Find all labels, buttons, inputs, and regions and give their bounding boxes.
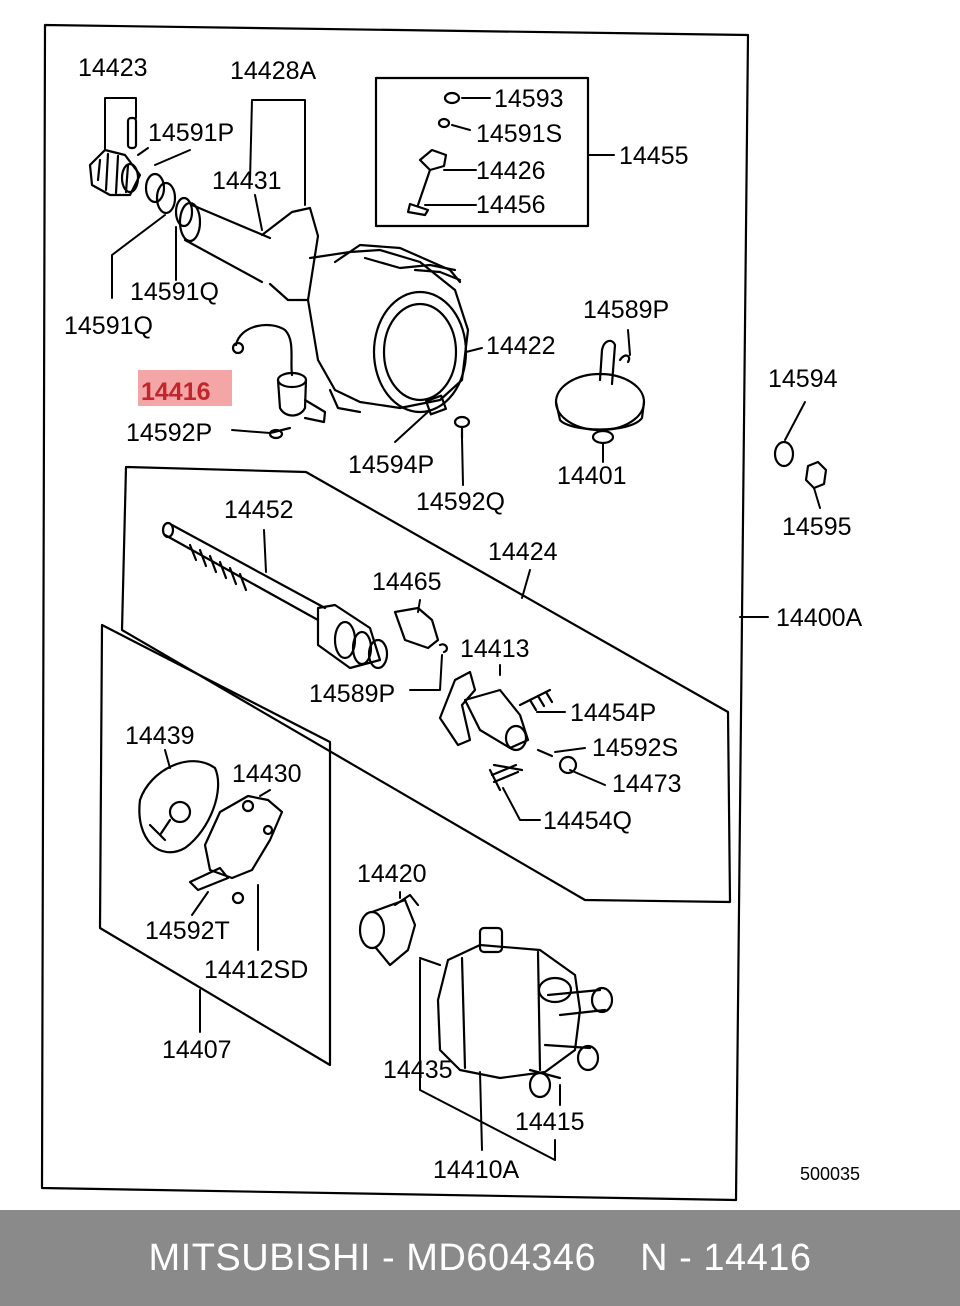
label-14426: 14426: [476, 157, 546, 185]
label-14591Q-b: 14591Q: [64, 312, 153, 340]
label-14593: 14593: [494, 85, 564, 113]
washer-drawing-2: [155, 181, 177, 215]
label-14407: 14407: [162, 1036, 232, 1064]
rotor-14420-drawing: [358, 893, 420, 967]
label-14420: 14420: [357, 860, 427, 888]
label-14592S: 14592S: [592, 734, 678, 762]
leader-lines: [104, 97, 821, 1161]
spring-14589P-drawing: [438, 643, 449, 654]
cap-14410A-drawing: [418, 926, 614, 1099]
label-14424: 14424: [488, 538, 558, 566]
label-14410A: 14410A: [433, 1156, 520, 1184]
label-14401: 14401: [557, 462, 627, 490]
exploded-parts-diagram: 14423 14428A 14591P 14431 14591Q 14591Q …: [40, 23, 863, 1202]
subgroup-frame-14424: [120, 465, 732, 904]
label-14454P: 14454P: [570, 699, 656, 727]
label-14422: 14422: [486, 332, 556, 360]
subgroup-frame-14455: [374, 76, 590, 228]
label-14594: 14594: [768, 365, 838, 393]
drive-gear-drawing: [88, 148, 142, 197]
condenser-drawing: [231, 323, 327, 424]
label-14591Q-a: 14591Q: [130, 278, 219, 306]
subgroup-frame-14407: [98, 623, 332, 1067]
label-14591S: 14591S: [476, 120, 562, 148]
shaft-14452-drawing: [161, 521, 389, 670]
label-14431: 14431: [212, 167, 282, 195]
label-14456: 14456: [476, 191, 546, 219]
reference-number: 500035: [800, 1164, 860, 1184]
label-14452: 14452: [224, 496, 294, 524]
footer-brand-part: MITSUBISHI - MD604346: [148, 1236, 597, 1279]
washer-drawing-3: [174, 196, 194, 228]
label-14454Q: 14454Q: [543, 807, 632, 835]
label-14423: 14423: [78, 54, 148, 82]
breaker-plate-drawing: [138, 760, 220, 854]
footer-ref-part: N - 14416: [640, 1236, 812, 1279]
label-14592P: 14592P: [126, 419, 212, 447]
pin-drawing: [126, 116, 138, 150]
screw-14592P-drawing: [268, 426, 292, 440]
label-14430: 14430: [232, 760, 302, 788]
weight-14465-drawing: [393, 606, 440, 650]
point-set-drawing: [188, 794, 284, 905]
diagram-svg: 14423 14428A 14591P 14431 14591Q 14591Q …: [40, 23, 863, 1202]
advance-assembly-drawing: [438, 670, 578, 792]
washer-drawing: [144, 172, 166, 204]
label-14589P-b: 14589P: [309, 680, 395, 708]
label-14592T: 14592T: [145, 917, 230, 945]
label-14595: 14595: [782, 513, 852, 541]
group-14455-drawing: [406, 91, 461, 217]
label-14415: 14415: [515, 1108, 585, 1136]
housing-drawing: [178, 201, 470, 414]
vacuum-controller-drawing: [554, 339, 646, 445]
label-14455: 14455: [619, 142, 689, 170]
label-14439: 14439: [125, 722, 195, 750]
part-labels: 14423 14428A 14591P 14431 14591Q 14591Q …: [64, 54, 863, 1184]
label-14591P: 14591P: [148, 119, 234, 147]
label-14412SD: 14412SD: [204, 956, 308, 984]
assembly-frame: [40, 23, 750, 1202]
label-14589P-a: 14589P: [583, 296, 669, 324]
label-14416: 14416: [141, 378, 211, 406]
label-14473: 14473: [612, 770, 682, 798]
label-14592Q: 14592Q: [416, 488, 505, 516]
footer-bar: MITSUBISHI - MD604346 N - 14416: [0, 1210, 960, 1306]
nut-14595-drawing: [804, 460, 828, 490]
plate-14594P-drawing: [424, 394, 448, 416]
label-14435: 14435: [383, 1056, 453, 1084]
washer-14594-drawing: [773, 440, 795, 468]
label-14594P: 14594P: [348, 451, 434, 479]
label-14465: 14465: [372, 568, 442, 596]
screw-14592Q-drawing: [453, 415, 471, 440]
label-14413: 14413: [460, 635, 530, 663]
label-14400A: 14400A: [776, 604, 863, 632]
label-14428A: 14428A: [230, 57, 317, 85]
highlight-box: [138, 370, 232, 406]
